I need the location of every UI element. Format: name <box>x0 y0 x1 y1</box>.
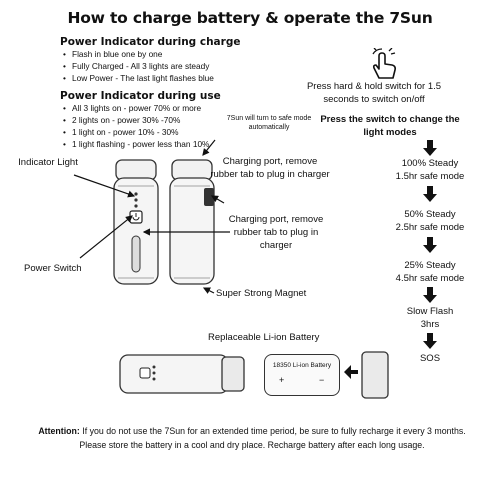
battery-model-text: 18350 Li-ion Battery <box>272 362 332 369</box>
mode-step: SOS <box>370 352 490 365</box>
mode-detail: 2.5hr safe mode <box>395 222 465 233</box>
mode-detail: 4.5hr safe mode <box>395 273 465 284</box>
flashlight-front-illustration <box>110 158 162 290</box>
mode-detail: 1.5hr safe mode <box>395 171 465 182</box>
mode-name: 100% Steady <box>401 158 459 169</box>
mode-step: Slow Flash 3hrs <box>370 305 490 331</box>
use-list: All 3 lights on - power 70% or more 2 li… <box>62 102 209 150</box>
battery-plus-sign: + <box>279 375 285 385</box>
press-hand-icon <box>365 48 401 82</box>
attention-text: If you do not use the 7Sun for an extend… <box>79 426 466 450</box>
safe-mode-note: 7Sun will turn to safe mode automaticall… <box>226 115 312 131</box>
press-change-instruction: Press the switch to change the light mod… <box>320 114 460 138</box>
attention-note: Attention: If you do not use the 7Sun fo… <box>24 424 480 452</box>
list-item: Fully Charged - All 3 lights are steady <box>62 60 214 72</box>
mode-name: Slow Flash <box>406 306 454 317</box>
down-arrow-icon <box>423 237 437 253</box>
flashlight-open-illustration <box>118 345 246 401</box>
charging-heading: Power Indicator during charge <box>60 36 241 48</box>
indicator-light-label: Indicator Light <box>18 157 78 168</box>
mode-detail: 3hrs <box>420 319 440 330</box>
press-hold-instruction: Press hard & hold switch for 1.5 seconds… <box>306 81 442 105</box>
battery-cap-illustration <box>360 350 390 400</box>
down-arrow-icon <box>423 186 437 202</box>
mode-name: 50% Steady <box>404 209 456 220</box>
battery-label: Replaceable Li-ion Battery <box>208 332 320 343</box>
attention-label: Attention: <box>38 426 80 436</box>
list-item: 1 light flashing - power less than 10% <box>62 138 209 150</box>
down-arrow-icon <box>423 287 437 303</box>
left-arrow-icon <box>344 365 358 379</box>
charging-port-label-1: Charging port, remove rubber tab to plug… <box>210 156 330 180</box>
use-heading: Power Indicator during use <box>60 90 221 102</box>
list-item: 2 lights on - power 30% -70% <box>62 114 209 126</box>
list-item: Low Power - The last light flashes blue <box>62 72 214 84</box>
power-switch-label: Power Switch <box>24 263 82 274</box>
charging-port-label-2: Charging port, remove rubber tab to plug… <box>228 214 324 251</box>
down-arrow-icon <box>423 140 437 156</box>
magnet-label: Super Strong Magnet <box>216 288 307 299</box>
down-arrow-icon <box>423 333 437 349</box>
page-title: How to charge battery & operate the 7Sun <box>67 9 433 27</box>
list-item: Flash in blue one by one <box>62 48 214 60</box>
charging-list: Flash in blue one by one Fully Charged -… <box>62 48 214 84</box>
list-item: All 3 lights on - power 70% or more <box>62 102 209 114</box>
mode-name: 25% Steady <box>404 260 456 271</box>
battery-minus-sign: − <box>319 375 325 385</box>
mode-step: 50% Steady 2.5hr safe mode <box>370 208 490 234</box>
mode-name: SOS <box>419 353 441 364</box>
battery-illustration: 18350 Li-ion Battery + − <box>264 354 340 396</box>
mode-step: 25% Steady 4.5hr safe mode <box>370 259 490 285</box>
mode-step: 100% Steady 1.5hr safe mode <box>370 157 490 183</box>
flashlight-side-illustration <box>166 158 218 290</box>
list-item: 1 light on - power 10% - 30% <box>62 126 209 138</box>
